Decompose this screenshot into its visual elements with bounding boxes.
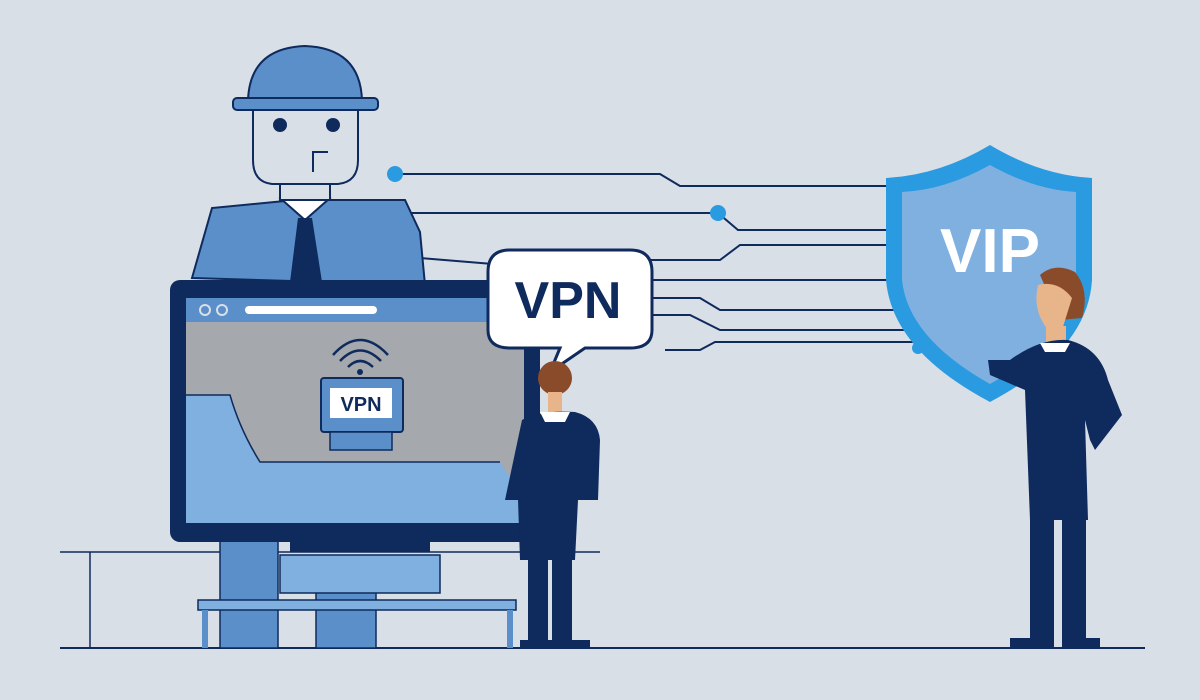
large-person-body — [988, 339, 1122, 520]
network-node-dot — [387, 166, 403, 182]
speech-bubble: VPN — [486, 248, 654, 377]
browser-dot-icon — [199, 304, 211, 316]
hard-hat-brim — [232, 97, 379, 111]
engineer-mouth — [312, 151, 328, 172]
address-bar — [245, 306, 377, 314]
speech-bubble-text: VPN — [515, 272, 622, 330]
shield-text: VIP — [940, 217, 1040, 286]
engineer-tie — [290, 218, 322, 282]
engineer-figure — [190, 44, 427, 287]
large-person — [988, 267, 1122, 648]
network-cables — [395, 173, 918, 351]
monitor-stand-base — [290, 542, 430, 552]
browser-dot-icon — [216, 304, 228, 316]
wifi-icon — [332, 338, 389, 368]
monitor-screen-label: VPN — [340, 394, 381, 416]
desk — [197, 539, 517, 649]
small-person — [505, 361, 600, 648]
hard-hat-icon — [246, 44, 364, 101]
screen-landscape — [186, 395, 524, 523]
vpn-device: VPN — [320, 338, 404, 451]
engineer-head — [252, 99, 359, 185]
engineer-eye-right — [326, 118, 340, 132]
engineer-eye-left — [273, 118, 287, 132]
small-person-head — [538, 361, 572, 395]
large-person-face — [1036, 283, 1072, 330]
network-node-dot — [710, 205, 726, 221]
vip-shield-icon: VIP — [886, 145, 1092, 402]
